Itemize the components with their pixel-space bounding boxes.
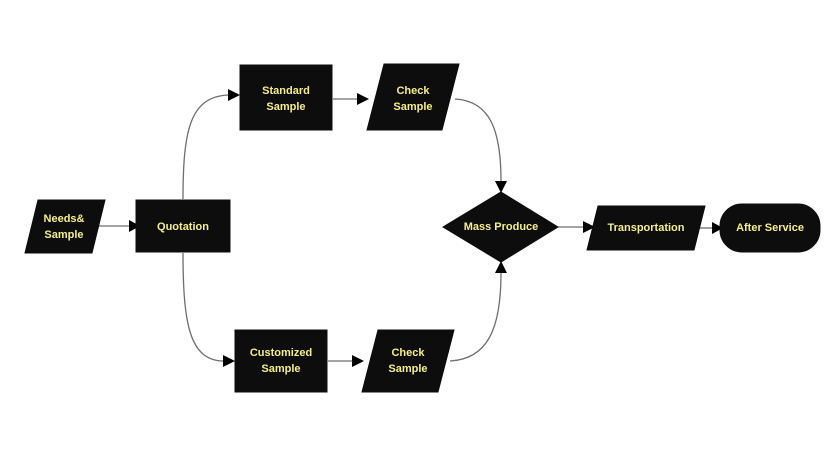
- node-transportation[interactable]: Transportation: [586, 205, 706, 251]
- after-service-label: After Service: [736, 222, 804, 234]
- edge-layer: [98, 89, 723, 367]
- edge-mass-to-transportation: [558, 221, 595, 233]
- transportation-shape[interactable]: [586, 205, 706, 251]
- standard-sample-label-line1: Standard: [262, 85, 310, 97]
- customized-sample-label-line1: Customized: [250, 347, 312, 359]
- node-layer: Needs& Sample Quotation Standard Sample …: [24, 63, 821, 393]
- node-quotation[interactable]: Quotation: [135, 199, 231, 253]
- node-check-sample-bottom[interactable]: Check Sample: [361, 329, 455, 393]
- edge-transportation-to-after-service: [700, 222, 723, 234]
- needs-sample-shape[interactable]: [24, 199, 106, 254]
- check-sample-bottom-label-line2: Sample: [388, 363, 427, 375]
- standard-sample-shape[interactable]: [239, 64, 333, 131]
- check-sample-bottom-shape[interactable]: [361, 329, 455, 393]
- node-standard-sample[interactable]: Standard Sample: [239, 64, 333, 131]
- node-after-service[interactable]: After Service: [719, 203, 821, 253]
- edge-quotation-to-standard: [182, 89, 240, 200]
- needs-sample-label-line2: Sample: [44, 229, 83, 241]
- needs-sample-label-line1: Needs&: [44, 213, 85, 225]
- check-sample-top-shape[interactable]: [366, 63, 460, 131]
- node-customized-sample[interactable]: Customized Sample: [234, 329, 328, 393]
- edge-standard-to-check-top: [333, 93, 369, 105]
- check-sample-top-label-line2: Sample: [393, 101, 432, 113]
- node-needs-sample[interactable]: Needs& Sample: [24, 199, 106, 254]
- node-check-sample-top[interactable]: Check Sample: [366, 63, 460, 131]
- customized-sample-shape[interactable]: [234, 329, 328, 393]
- check-sample-bottom-label-line1: Check: [391, 347, 425, 359]
- quotation-label: Quotation: [157, 221, 209, 233]
- edge-needs-to-quotation: [98, 220, 140, 232]
- edge-customized-to-check-bottom: [328, 355, 364, 367]
- transportation-label: Transportation: [607, 222, 684, 234]
- edge-quotation-to-customized: [182, 252, 235, 367]
- edge-check-bottom-to-mass: [449, 261, 507, 362]
- check-sample-top-label-line1: Check: [396, 85, 430, 97]
- edge-check-top-to-mass: [454, 98, 507, 193]
- node-mass-produce[interactable]: Mass Produce: [442, 191, 559, 263]
- mass-produce-label: Mass Produce: [464, 221, 539, 233]
- after-service-shape[interactable]: [719, 203, 821, 253]
- standard-sample-label-line2: Sample: [266, 101, 305, 113]
- quotation-shape[interactable]: [135, 199, 231, 253]
- mass-produce-shape[interactable]: [442, 191, 559, 263]
- customized-sample-label-line2: Sample: [261, 363, 300, 375]
